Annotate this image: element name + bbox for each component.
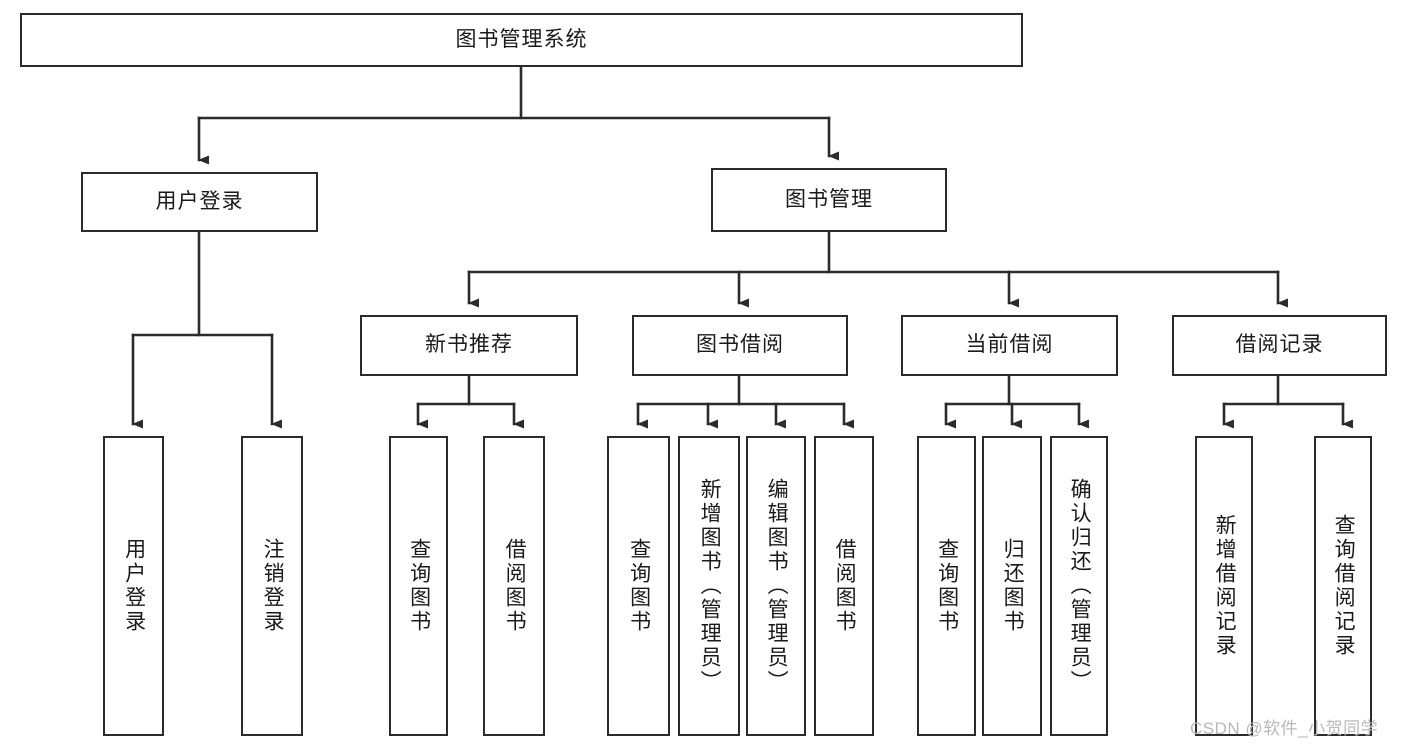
node-borrow-record[interactable]: 借阅记录 [1172,315,1387,376]
node-user-login-label: 用户登录 [155,189,244,213]
node-leaf-borrow-book-1[interactable]: 借阅图书 [483,436,545,736]
node-book-borrow-label: 图书借阅 [696,333,784,357]
csdn-watermark: CSDN @软件_小贺同学 [1190,719,1379,738]
node-leaf-logout[interactable]: 注销登录 [241,436,303,736]
node-leaf-query-record[interactable]: 查询借阅记录 [1314,436,1372,736]
node-leaf-logout-label: 注销登录 [261,538,285,634]
node-leaf-add-book[interactable]: 新增图书（管理员） [678,436,740,736]
node-leaf-query-book-2[interactable]: 查询图书 [607,436,670,736]
node-leaf-add-book-label: 新增图书（管理员） [698,478,722,694]
node-leaf-query-record-label: 查询借阅记录 [1332,514,1356,658]
node-new-book-recommend[interactable]: 新书推荐 [360,315,578,376]
node-leaf-edit-book-label: 编辑图书（管理员） [765,478,789,694]
node-current-borrow[interactable]: 当前借阅 [901,315,1118,376]
node-borrow-record-label: 借阅记录 [1235,333,1324,357]
node-leaf-query-book-1-label: 查询图书 [407,538,431,634]
node-leaf-query-book-3[interactable]: 查询图书 [917,436,976,736]
node-current-borrow-label: 当前借阅 [965,333,1054,357]
node-leaf-query-book-1[interactable]: 查询图书 [389,436,448,736]
node-leaf-borrow-book-1-label: 借阅图书 [503,538,527,634]
node-leaf-user-login[interactable]: 用户登录 [103,436,164,736]
node-leaf-confirm-return[interactable]: 确认归还（管理员） [1050,436,1108,736]
node-leaf-return-book[interactable]: 归还图书 [982,436,1042,736]
node-root[interactable]: 图书管理系统 [20,13,1023,67]
node-leaf-edit-book[interactable]: 编辑图书（管理员） [746,436,806,736]
node-leaf-borrow-book-2-label: 借阅图书 [833,538,857,634]
node-new-book-recommend-label: 新书推荐 [425,333,513,357]
node-leaf-add-record[interactable]: 新增借阅记录 [1195,436,1253,736]
node-root-label: 图书管理系统 [455,27,588,51]
node-leaf-borrow-book-2[interactable]: 借阅图书 [814,436,874,736]
node-leaf-user-login-label: 用户登录 [122,538,146,634]
node-user-login[interactable]: 用户登录 [81,172,318,232]
node-book-management[interactable]: 图书管理 [711,168,947,232]
node-book-management-label: 图书管理 [785,187,873,211]
node-leaf-query-book-3-label: 查询图书 [935,538,959,634]
node-leaf-confirm-return-label: 确认归还（管理员） [1068,478,1092,694]
node-leaf-add-record-label: 新增借阅记录 [1213,514,1237,658]
node-leaf-return-book-label: 归还图书 [1001,538,1025,634]
node-leaf-query-book-2-label: 查询图书 [627,538,651,634]
node-book-borrow[interactable]: 图书借阅 [632,315,848,376]
